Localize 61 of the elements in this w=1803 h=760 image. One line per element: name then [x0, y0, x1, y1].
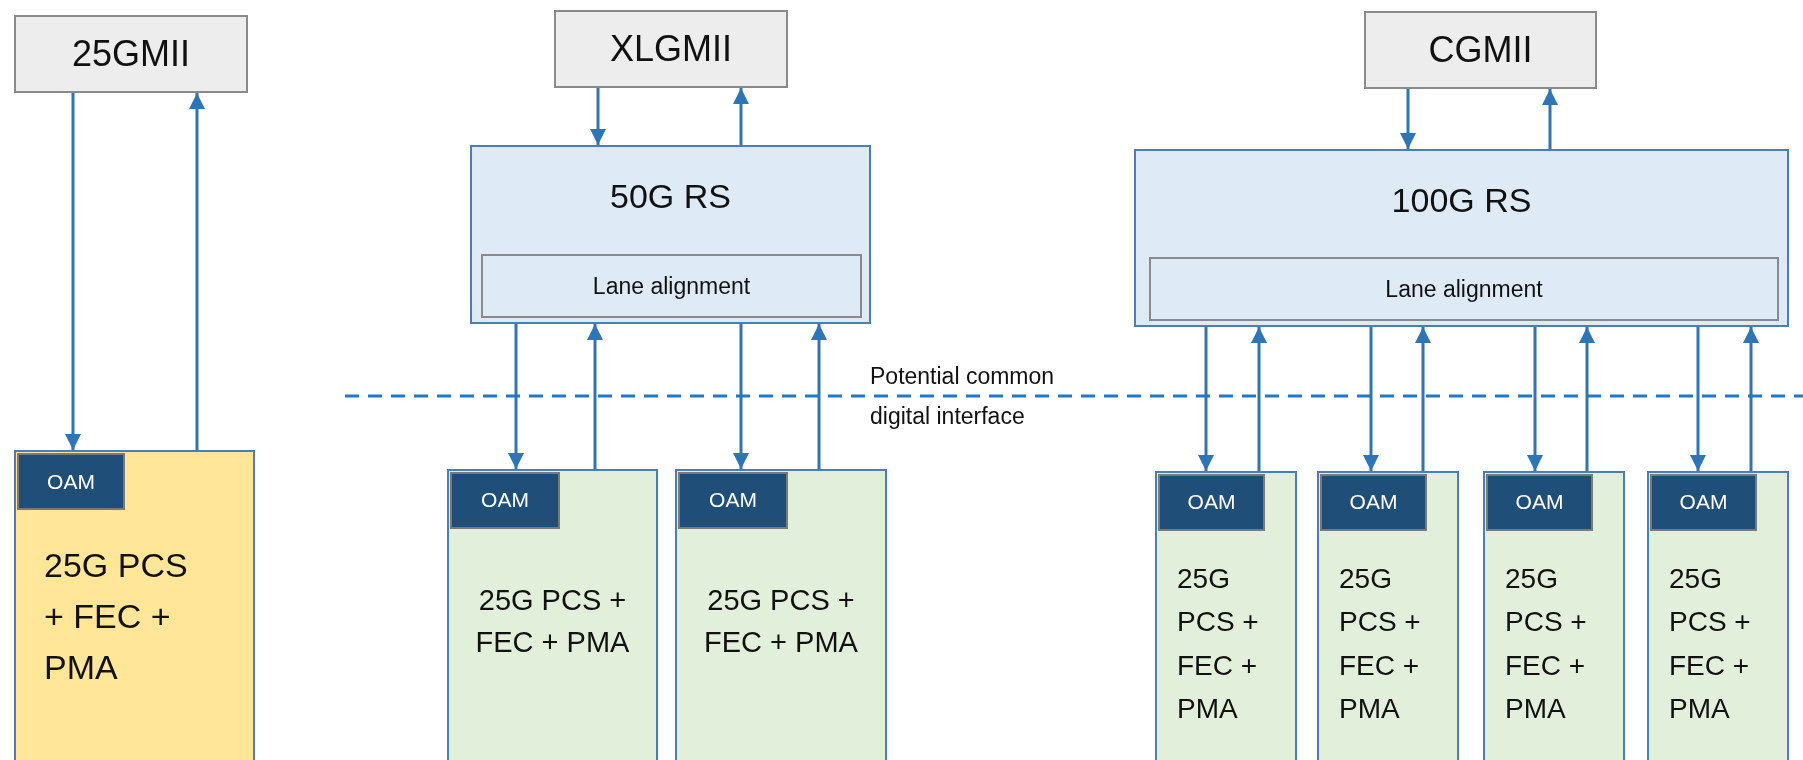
oam-box [1650, 474, 1757, 531]
box-label: OAM [47, 468, 95, 495]
arrow [1690, 327, 1706, 471]
box-label: CGMII [1428, 29, 1533, 71]
pcs-box [675, 469, 887, 760]
pcs-box [1317, 471, 1459, 760]
lane-alignment-box [481, 254, 862, 318]
box-label: 25G PCS + FEC + PMA [703, 583, 859, 661]
box-label: 25G PCS + FEC + PMA [1669, 562, 1752, 727]
pcs-box [447, 469, 658, 760]
pcs-box [1483, 471, 1625, 760]
oam-box [1158, 474, 1265, 531]
reconciliation-box [1134, 149, 1789, 327]
box-label: OAM [1349, 489, 1398, 516]
pcs-box [14, 450, 255, 760]
oam-box [17, 453, 125, 510]
box-label: 25G PCS + FEC + PMA [1505, 562, 1588, 727]
arrow [1400, 89, 1416, 149]
arrow [65, 93, 81, 450]
box-label: Lane alignment [1385, 275, 1543, 303]
arrow [508, 324, 524, 469]
interface-box [14, 15, 248, 93]
box-label: OAM [709, 487, 757, 514]
box-label: 25GMII [71, 33, 190, 75]
box-label: 50G RS [610, 177, 731, 216]
oam-box [1320, 474, 1427, 531]
arrow [1363, 327, 1379, 471]
oam-box [450, 472, 560, 529]
arrow [1542, 89, 1558, 149]
arrow [189, 93, 205, 450]
pcs-box [1155, 471, 1297, 760]
pcs-box [1647, 471, 1789, 760]
interface-label: Potential common digital interface [870, 362, 1056, 431]
box-label: XLGMII [610, 28, 732, 70]
arrow [587, 324, 603, 469]
box-label: 25G PCS + FEC + PMA [44, 545, 189, 688]
arrow [811, 324, 827, 469]
box-label: OAM [481, 487, 529, 514]
lane-alignment-box [1149, 257, 1779, 321]
arrow [1527, 327, 1543, 471]
reconciliation-box [470, 145, 871, 324]
arrow [1743, 327, 1759, 471]
box-label: 25G PCS + FEC + PMA [474, 583, 631, 661]
interface-box [554, 10, 788, 88]
arrow [1415, 327, 1431, 471]
box-label: Lane alignment [592, 272, 751, 300]
box-label: OAM [1679, 489, 1728, 516]
interface-box [1364, 11, 1597, 89]
box-label: 25G PCS + FEC + PMA [1339, 562, 1422, 727]
oam-box [678, 472, 788, 529]
arrow [733, 88, 749, 145]
box-label: 100G RS [1391, 181, 1532, 220]
arrow [1251, 327, 1267, 471]
arrow [733, 324, 749, 469]
oam-box [1486, 474, 1593, 531]
arrow [1579, 327, 1595, 471]
box-label: OAM [1515, 489, 1564, 516]
box-label: OAM [1187, 489, 1236, 516]
box-label: 25G PCS + FEC + PMA [1177, 562, 1260, 727]
arrow [1198, 327, 1214, 471]
arrow [590, 88, 606, 145]
